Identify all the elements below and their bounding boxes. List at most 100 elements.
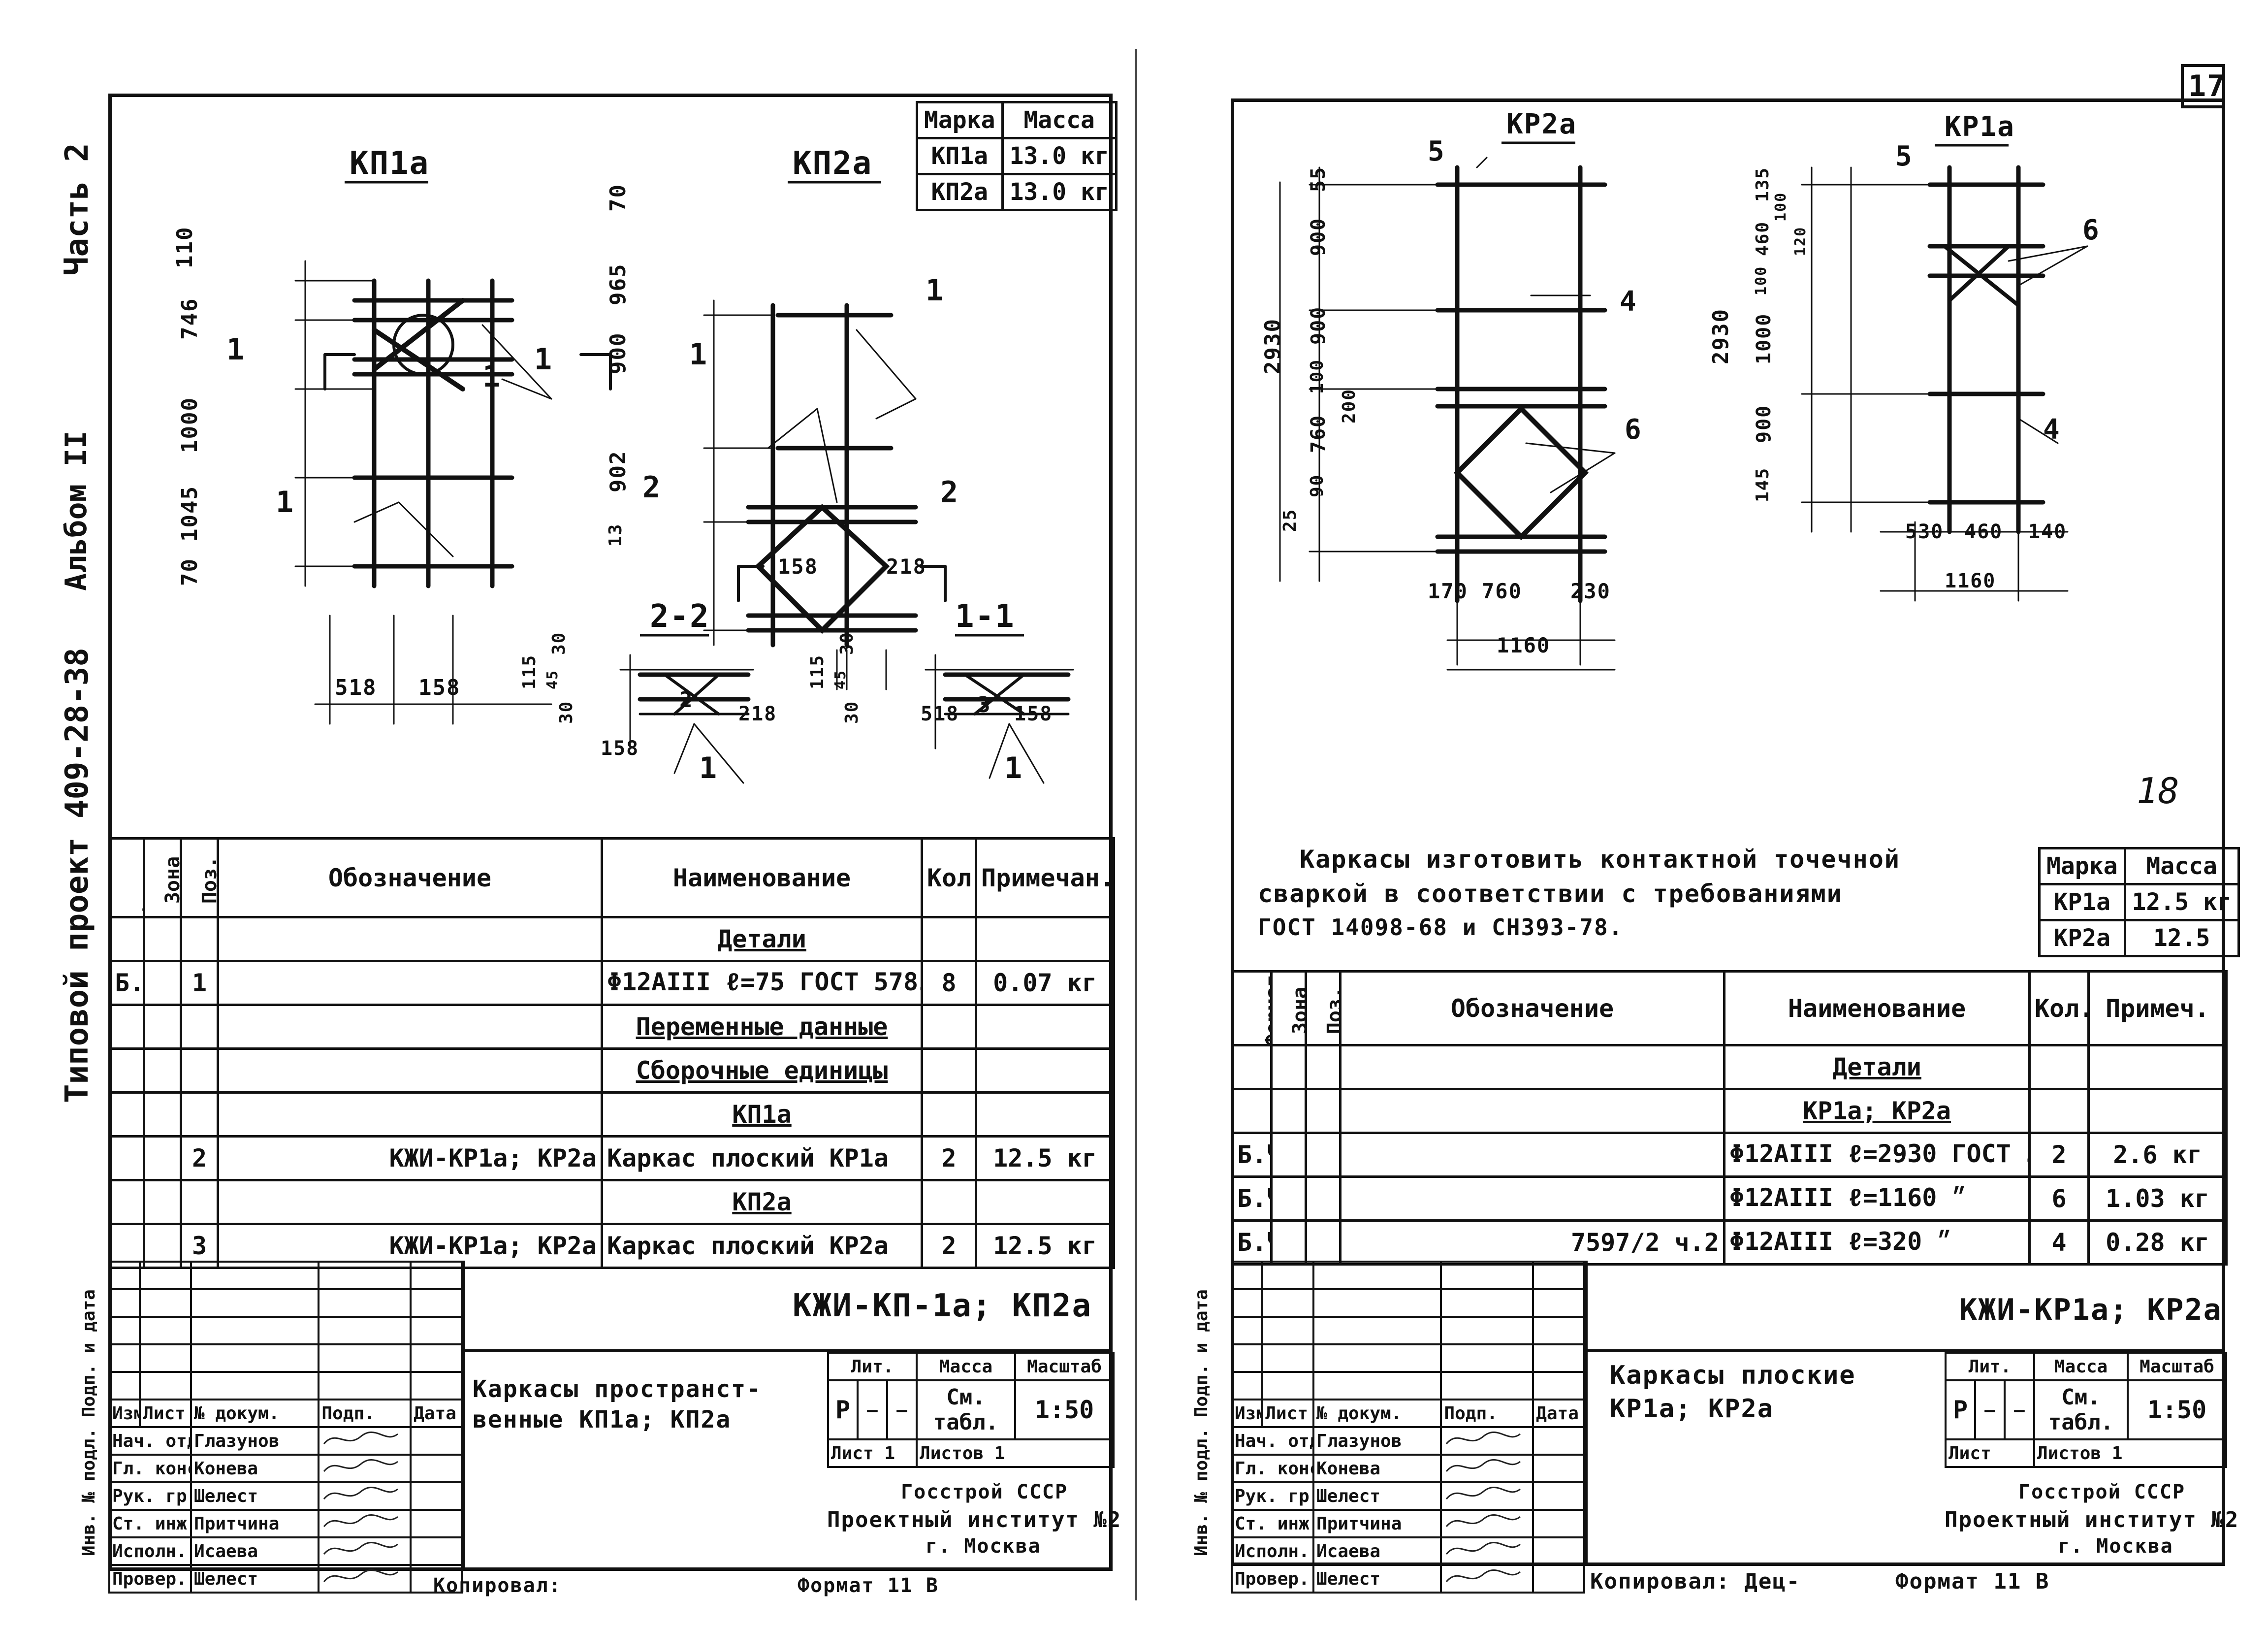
spec-cell-zone (143, 1179, 182, 1225)
dim-kp1a-v: 70 (177, 558, 202, 586)
dim-kr1a-v: 2930 (1708, 308, 1733, 364)
lit-header: Лит. (827, 1352, 918, 1381)
spec-cell-format: Б.Ч. (1231, 1175, 1273, 1222)
staff-row: Нач. отд.Глазунов (1230, 1426, 1585, 1456)
spec-cell-designation (217, 1047, 603, 1094)
staff-role: Гл. конст. (108, 1454, 192, 1483)
dim-sec22: 115 (519, 654, 540, 689)
dim-kp1a-h: 158 (418, 675, 461, 700)
staff-role: Исполн. (108, 1536, 192, 1566)
title-block-col-header: Лист (1261, 1399, 1315, 1428)
spec-cell-format (108, 916, 145, 962)
spec-row: КП2а (108, 1179, 1115, 1225)
dim-kr1a-h: 1160 (1945, 570, 1996, 592)
staff-row: Исполн.Исаева (108, 1536, 463, 1566)
spec-row: КР1а; КР2а (1231, 1088, 2228, 1134)
right-footer-copied: Копировал: Дец- (1590, 1569, 1801, 1594)
mass-mark: КП2а (916, 173, 1004, 211)
mass-mark: КР2а (2038, 919, 2126, 957)
dim-kp2a-v: 900 (606, 332, 631, 374)
dim-kp2a-h: 218 (886, 554, 926, 579)
staff-signature (318, 1536, 412, 1566)
left-spec-table: Формат Зона Поз. Обозначение Наименовани… (108, 837, 1115, 1269)
spec-cell-name: Φ12АIII ℓ=320 ״ (1723, 1219, 2031, 1266)
staff-date (1532, 1481, 1585, 1511)
lit-value: Р (1945, 1379, 1976, 1440)
staff-name: Конева (1312, 1454, 1442, 1483)
spec-cell-qty (921, 916, 977, 962)
staff-role: Провер. (108, 1564, 192, 1594)
title-block-col-header: Дата (410, 1399, 463, 1428)
spec-row: Сборочные единицы (108, 1047, 1115, 1094)
spec-cell-zone (143, 1091, 182, 1138)
title-block-col-header: № докум. (1312, 1399, 1442, 1428)
mass-mark: КП1а (916, 137, 1004, 175)
sheets-label: Листов 1 (916, 1438, 1115, 1468)
spec-cell-name: Каркас плоский КР1а (601, 1135, 923, 1181)
right-org2: Проектный институт №2 (1945, 1507, 2239, 1532)
spec-row: Б.Ч.Φ12АIII ℓ=1160 ״61.03 кг (1231, 1175, 2228, 1222)
spec-cell-name: Φ12АIII ℓ=75 ГОСТ 5781-75 (601, 960, 923, 1006)
spec-cell-format: Б.Ч. (1231, 1219, 1273, 1266)
spec-cell-designation: 7597/2 ч.2 (1339, 1219, 1725, 1266)
spec-cell-name: КП2а (601, 1179, 923, 1225)
dim-sec11: 158 (1014, 703, 1053, 725)
dim-kr1a-h: 140 (2028, 521, 2067, 543)
margin-project: Типовой проект 409-28-38 (59, 648, 96, 1103)
spec-cell-note (2087, 1088, 2228, 1134)
note-number: 18 (2137, 770, 2179, 812)
spec-cell-name: Φ12АIII ℓ=2930 ГОСТ 5781-75 (1723, 1132, 2031, 1178)
dim-kr2a-v: 760 (1307, 414, 1330, 453)
staff-role: Ст. инж. (108, 1509, 192, 1538)
spec-cell-pos: 1 (180, 960, 219, 1006)
title-block-col-header: Подп. (318, 1399, 412, 1428)
dim-kr2a-v: 900 (1307, 217, 1330, 256)
left-sheet-frame (108, 94, 1113, 1571)
staff-role: Ст. инж. (1230, 1509, 1315, 1538)
staff-signature (318, 1564, 412, 1594)
staff-signature (1440, 1509, 1534, 1538)
margin-part: Часть 2 (59, 143, 96, 276)
mass-header: Масса (916, 1352, 1017, 1381)
staff-name: Исаева (1312, 1536, 1442, 1566)
page-number-box (2181, 64, 2225, 108)
spec-cell-qty (921, 1179, 977, 1225)
spec-cell-zone (1270, 1132, 1307, 1178)
spec-header-designation: Обозначение (1339, 970, 1725, 1046)
right-org3: г. Москва (2058, 1535, 2173, 1558)
staff-row: Исполн.Исаева (1230, 1536, 1585, 1566)
dim-kr2a-v: 900 (1307, 306, 1330, 345)
right-sheet-frame (1231, 98, 2225, 1566)
title-block-col-header: Изм. (108, 1399, 141, 1428)
right-drawing (1279, 141, 2088, 671)
sheet-label: Лист 1 (827, 1438, 918, 1468)
staff-signature (318, 1509, 412, 1538)
spec-row: Детали (1231, 1044, 2228, 1090)
spec-cell-designation (217, 1004, 603, 1050)
dim-kp2a-v: 965 (606, 263, 631, 305)
spec-cell-zone (1270, 1219, 1307, 1266)
staff-date (410, 1536, 463, 1566)
spec-cell-designation (217, 1091, 603, 1138)
spec-row: Детали (108, 916, 1115, 962)
dim-kr2a-v: 100 (1307, 358, 1327, 394)
spec-cell-qty: 2 (921, 1223, 977, 1269)
spec-cell-designation: КЖИ-КР1а; КР2а (217, 1135, 603, 1181)
spec-cell-pos (1305, 1088, 1342, 1134)
left-tb-divider (463, 1349, 1113, 1352)
staff-row: Провер.Шелест (108, 1564, 463, 1594)
spec-cell-qty (921, 1091, 977, 1138)
dim-kp1a-v: 746 (177, 297, 202, 340)
spec-cell-pos (1305, 1132, 1342, 1178)
spec-cell-pos (1305, 1044, 1342, 1090)
spec-cell-note (975, 1179, 1115, 1225)
spec-cell-zone (143, 1047, 182, 1094)
staff-date (410, 1564, 463, 1594)
pos-1-kp1a-lower: 1 (276, 485, 295, 520)
dim-kp2a-v: 13 (606, 523, 626, 547)
staff-signature (318, 1481, 412, 1511)
left-title-line: Каркасы пространст-венные КП1а; КП2а (473, 1375, 762, 1434)
left-drawing (294, 181, 1074, 784)
